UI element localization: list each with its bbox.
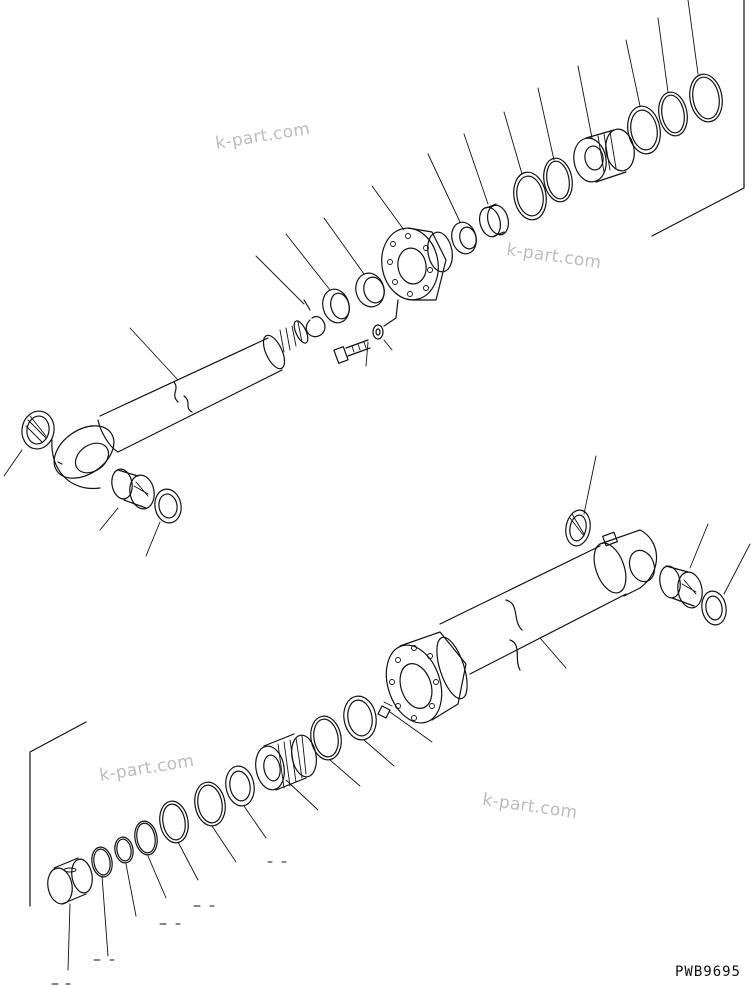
piston-wear-ring	[627, 105, 661, 155]
lock-washer	[372, 324, 384, 340]
cylinder-head	[381, 227, 453, 301]
rod-end-seal-ring	[21, 410, 55, 450]
lower-ring-1	[225, 765, 255, 807]
piston	[573, 128, 635, 183]
piston-ring	[689, 73, 723, 123]
grease-fitting	[377, 701, 393, 719]
cushion-ring-b	[310, 715, 342, 761]
lower-ring-5	[114, 836, 134, 864]
rod-eye-dust-seal	[154, 488, 182, 524]
head-packing-stack	[255, 733, 317, 791]
piston-seal	[658, 91, 688, 137]
tube-eye-dust-seal	[701, 590, 727, 626]
tube-eye-bushing	[659, 565, 703, 609]
head-o-ring-large	[513, 171, 547, 221]
tube-end-seal-ring	[565, 509, 591, 547]
backup-ring	[543, 157, 573, 203]
buffer-ring	[451, 221, 477, 255]
lower-leader-lines	[51, 455, 751, 985]
snap-ring	[303, 299, 326, 338]
rod-eye-bushing	[111, 468, 155, 510]
rod-packing	[478, 203, 510, 238]
lower-group-bracket	[29, 721, 87, 907]
head-bolt	[333, 339, 371, 364]
rod-guide-ring	[355, 272, 385, 308]
end-bushing	[47, 857, 93, 905]
cushion-ring-a	[343, 695, 377, 741]
lower-ring-2	[194, 781, 226, 827]
bolt-leader	[383, 299, 399, 327]
piston-rod-assembly	[51, 320, 309, 490]
rod-nut-ring	[322, 288, 350, 324]
upper-group-bracket	[651, 0, 745, 237]
cylinder-tube	[385, 529, 658, 724]
lower-ring-4	[134, 820, 158, 856]
drawing-code: PWB9695	[674, 964, 741, 980]
lower-ring-3	[159, 800, 189, 844]
upper-leader-lines	[3, 0, 699, 557]
lower-ring-6	[91, 846, 113, 878]
